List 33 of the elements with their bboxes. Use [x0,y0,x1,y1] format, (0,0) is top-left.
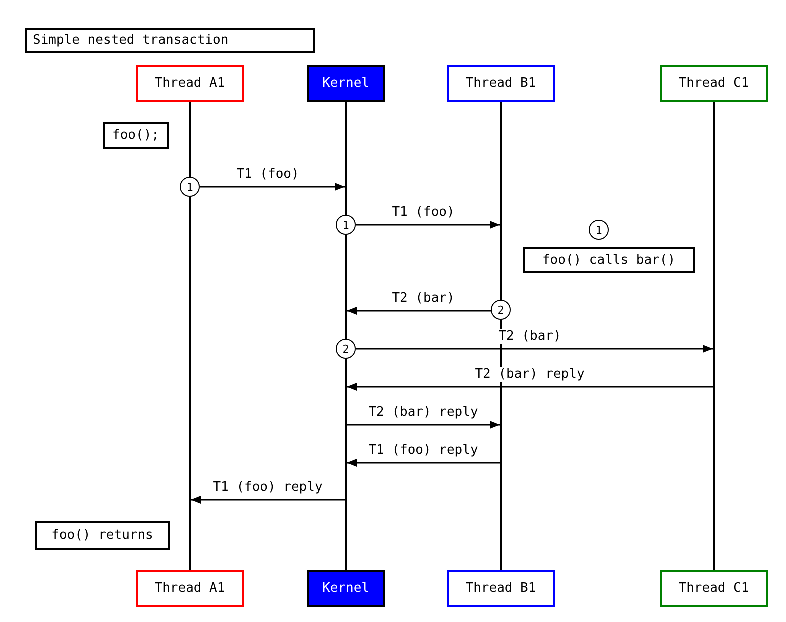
lifeline [500,102,502,570]
edge-label: T1 (foo) reply [366,443,480,458]
edge-label: T1 (foo) reply [211,480,325,495]
diagram-title: Simple nested transaction [25,28,315,53]
step-number-circle: 2 [491,300,511,320]
message-arrow [347,383,713,391]
participant-box: Thread A1 [136,570,244,607]
step-number-circle: 1 [589,220,609,240]
participant-box: Thread C1 [660,570,768,607]
message-arrow [347,459,500,467]
note-box: foo() returns [35,521,170,550]
participant-box: Thread B1 [447,65,555,102]
participant-box: Thread C1 [660,65,768,102]
step-number-circle: 2 [336,339,356,359]
message-arrow [356,345,713,353]
edge-label: T2 (bar) reply [366,405,480,420]
message-arrow [347,307,491,315]
note-box: foo() calls bar() [523,247,695,273]
step-number-circle: 1 [180,177,200,197]
participant-box: Kernel [307,570,385,607]
lifeline [189,102,191,570]
edge-label: T2 (bar) reply [473,367,587,382]
lifeline [345,102,347,570]
participant-box: Thread A1 [136,65,244,102]
lifeline [713,102,715,570]
step-number-circle: 1 [336,215,356,235]
message-arrow [347,421,500,429]
message-arrow [200,183,345,191]
participant-box: Thread B1 [447,570,555,607]
note-box: foo(); [103,122,169,149]
participant-box: Kernel [307,65,385,102]
message-arrow [356,221,500,229]
message-arrow [191,496,345,504]
